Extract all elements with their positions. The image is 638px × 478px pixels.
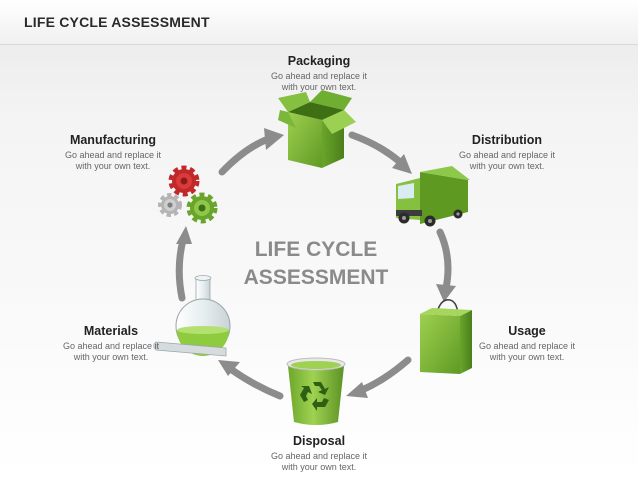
arrow-materials-to-manufacturing: [175, 236, 187, 302]
stage-disposal: Disposal Go ahead and replace it with yo…: [254, 434, 384, 473]
cycle-arrows: [175, 131, 452, 400]
stage-disposal-desc-line2: with your own text.: [281, 462, 357, 472]
box-icon: [278, 90, 356, 168]
arrow-manufacturing-to-packaging: [218, 135, 272, 176]
stage-usage-name: Usage: [508, 324, 546, 338]
stage-manufacturing-desc-line2: with your own text.: [75, 161, 151, 171]
arrow-packaging-to-distribution: [348, 131, 404, 166]
stage-materials-desc-line1: Go ahead and replace it: [62, 341, 160, 351]
stage-packaging-desc-line2: with your own text.: [281, 82, 357, 92]
arrow-distribution-to-usage: [436, 228, 452, 292]
arrowhead-packaging: [264, 128, 284, 150]
stage-packaging-desc-line1: Go ahead and replace it: [270, 71, 368, 81]
arrow-heads: [176, 128, 456, 398]
center-title: LIFE CYCLE ASSESSMENT: [216, 236, 416, 292]
truck-icon: [396, 166, 470, 227]
recycle-bin-icon: [286, 357, 346, 425]
arrowhead-disposal: [346, 382, 368, 398]
stage-distribution: Distribution Go ahead and replace it wit…: [442, 133, 572, 172]
stage-manufacturing-name: Manufacturing: [69, 133, 157, 147]
arrowhead-usage: [436, 284, 456, 302]
arrowhead-materials: [218, 360, 240, 376]
stage-usage-desc-line2: with your own text.: [489, 352, 565, 362]
gears-icon: [158, 165, 218, 224]
slide-title: LIFE CYCLE ASSESSMENT: [24, 14, 210, 30]
stage-packaging: Packaging Go ahead and replace it with y…: [254, 54, 384, 93]
stage-materials-name: Materials: [83, 324, 139, 338]
stage-materials-desc-line2: with your own text.: [73, 352, 149, 362]
arrowhead-manufacturing: [176, 226, 192, 244]
stage-distribution-name: Distribution: [471, 133, 543, 147]
header-bar: LIFE CYCLE ASSESSMENT: [0, 0, 638, 45]
stage-packaging-name: Packaging: [287, 54, 351, 68]
stage-manufacturing: Manufacturing Go ahead and replace it wi…: [48, 133, 178, 172]
arrow-usage-to-disposal: [358, 356, 412, 394]
arrow-disposal-to-materials: [228, 366, 284, 400]
flask-icon: [153, 275, 231, 357]
center-title-line2: ASSESSMENT: [243, 266, 389, 289]
stage-materials: Materials Go ahead and replace it with y…: [46, 324, 176, 363]
shopping-bag-icon: [420, 299, 472, 374]
stage-usage-desc-line1: Go ahead and replace it: [478, 341, 576, 351]
stage-disposal-desc-line1: Go ahead and replace it: [270, 451, 368, 461]
stage-usage: Usage Go ahead and replace it with your …: [462, 324, 592, 363]
stage-disposal-name: Disposal: [292, 434, 346, 448]
stage-manufacturing-desc-line1: Go ahead and replace it: [64, 150, 162, 160]
arrowhead-distribution: [392, 154, 412, 174]
stage-distribution-desc-line1: Go ahead and replace it: [458, 150, 556, 160]
stage-distribution-desc-line2: with your own text.: [469, 161, 545, 171]
center-title-line1: LIFE CYCLE: [254, 238, 378, 261]
